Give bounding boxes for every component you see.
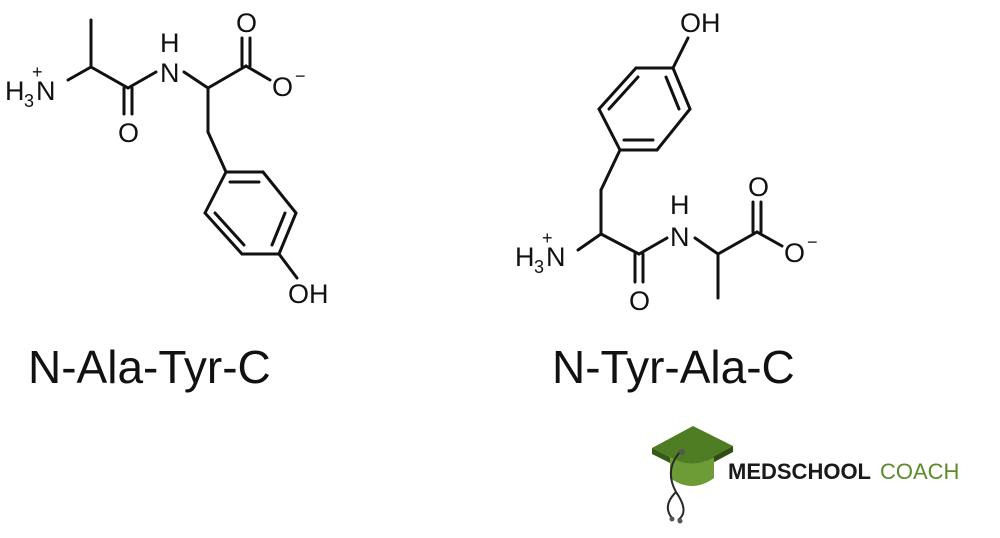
hydroxyl-label: OH [680, 8, 721, 38]
carboxyl-charge-label: − [295, 66, 306, 86]
amide-h-label: H [160, 28, 180, 58]
amine-h-label: H [5, 76, 25, 106]
amine-subscript-label: 3 [24, 91, 34, 111]
molecule-2-caption: N-Tyr-Ala-C [552, 341, 795, 393]
molecule-ala-tyr: H 3 N + N H O O O − OH N-Ala-Tyr-C [5, 8, 329, 393]
amine-n-label: N [546, 242, 566, 272]
amine-charge-label: + [542, 228, 553, 248]
carboxyl-o-double-label: O [236, 8, 257, 38]
molecule-1-bonds [66, 18, 299, 280]
logo-brand-light: COACH [880, 459, 959, 484]
amide-o-label: O [118, 118, 139, 148]
medschoolcoach-logo: MEDSCHOOL COACH [652, 426, 959, 524]
carboxyl-o-single-label: O [784, 238, 805, 268]
molecule-tyr-ala: H 3 N + N H O O O − OH N-Tyr-Ala-C [515, 8, 818, 393]
carboxyl-o-double-label: O [748, 172, 769, 202]
amide-o-label: O [629, 286, 650, 316]
molecule-1-caption: N-Ala-Tyr-C [28, 341, 271, 393]
amine-n-label: N [36, 76, 56, 106]
graduation-cap-stethoscope-icon [652, 426, 733, 524]
logo-brand-bold: MEDSCHOOL [728, 459, 871, 484]
amide-n-label: N [670, 222, 690, 252]
amide-h-label: H [670, 190, 690, 220]
amine-subscript-label: 3 [534, 257, 544, 277]
carboxyl-charge-label: − [807, 232, 818, 252]
amine-charge-label: + [32, 62, 43, 82]
molecule-2-bonds [576, 36, 784, 300]
amide-n-label: N [160, 58, 180, 88]
amine-h-label: H [515, 242, 535, 272]
hydroxyl-label: OH [288, 279, 329, 309]
carboxyl-o-single-label: O [272, 72, 293, 102]
